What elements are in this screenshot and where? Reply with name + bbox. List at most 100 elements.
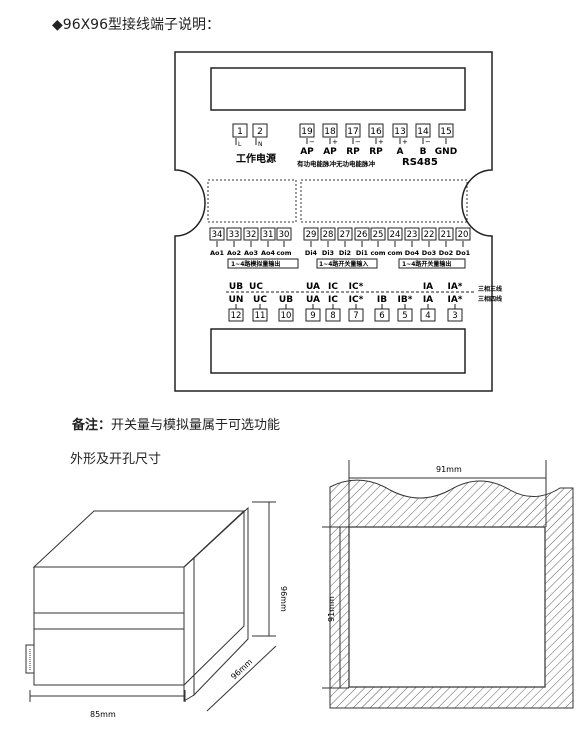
terminal-box <box>226 227 242 241</box>
terminal-box <box>455 227 471 241</box>
terminal-number: 12 <box>231 311 242 321</box>
group-bracket-analog-out <box>227 258 299 269</box>
terminal-number: 26 <box>357 230 368 240</box>
terminal-number: 28 <box>323 230 334 240</box>
terminal-box <box>243 227 259 241</box>
width-dim-line <box>206 645 277 712</box>
terminal-number: 6 <box>379 311 384 321</box>
terminal-box <box>438 227 454 241</box>
terminal-box <box>252 308 268 322</box>
terminal-number: 27 <box>340 230 351 240</box>
terminal-box <box>447 308 463 322</box>
four-wire-terminal-label: IC <box>328 295 338 305</box>
terminal-label: com <box>370 249 385 257</box>
bottom-window <box>210 328 466 374</box>
dim-depth: 85mm <box>90 710 116 719</box>
terminal-box <box>228 308 244 322</box>
terminal-number: 21 <box>441 230 452 240</box>
pulse-label: 有功电能脉冲无功电能脉冲 <box>297 159 376 168</box>
terminal-number: 17 <box>347 127 358 137</box>
terminal-box <box>299 123 315 138</box>
terminal-number: 22 <box>424 230 435 240</box>
terminal-box <box>232 123 248 138</box>
three-wire-terminal-label: IA* <box>447 282 462 292</box>
cutout-opening <box>348 526 546 688</box>
three-wire-terminal-label: UA <box>306 282 320 292</box>
terminal-label: A <box>397 147 404 157</box>
terminal-number: 32 <box>246 230 257 240</box>
mid-terminal-row: 34Ao133Ao232Ao331Ao430com29Di428Di327Di2… <box>209 227 471 257</box>
terminal-number: 8 <box>330 311 335 321</box>
terminal-label: Di2 <box>339 249 351 257</box>
terminal-sign: + <box>402 138 408 146</box>
three-wire-terminal-label: IC <box>328 282 338 292</box>
optional-area-right <box>300 179 468 223</box>
power-label: 工作电源 <box>236 152 276 165</box>
terminal-sign: − <box>355 138 361 146</box>
dim-cutout-width: 91mm <box>436 465 462 474</box>
terminal-sign: − <box>309 138 315 146</box>
three-wire-terminal-label: IC* <box>349 282 364 292</box>
terminal-number: 10 <box>281 311 292 321</box>
terminal-number: 2 <box>257 127 263 137</box>
terminal-number: 19 <box>301 127 313 137</box>
terminal-label: Do4 <box>405 249 420 257</box>
terminal-box <box>276 227 292 241</box>
heading-bullet: ◆ <box>52 17 63 33</box>
terminal-label: com <box>276 249 291 257</box>
terminal-number: 33 <box>229 230 240 240</box>
terminal-label: AP <box>323 147 337 157</box>
three-wire-terminal-label: UC <box>249 282 263 292</box>
terminal-box <box>322 123 338 138</box>
three-wire-label: 三相三线 <box>478 285 502 293</box>
four-wire-terminal-label: UB <box>279 295 293 305</box>
terminal-label: Ao4 <box>261 249 275 257</box>
note-label: 备注： <box>72 418 112 433</box>
case-middle-band <box>33 612 185 630</box>
dimensions-title: 外形及开孔尺寸 <box>70 452 162 467</box>
terminal-box <box>278 308 294 322</box>
terminal-box <box>374 308 390 322</box>
terminal-number: 13 <box>394 127 405 137</box>
four-wire-label: 三相四线 <box>478 295 502 303</box>
terminal-box <box>320 227 336 241</box>
terminal-box <box>397 308 413 322</box>
terminal-number: 4 <box>425 311 430 321</box>
side-view-drawing <box>25 501 277 712</box>
terminal-number: 23 <box>407 230 418 240</box>
case-upper-body <box>33 566 185 614</box>
terminal-box <box>252 123 268 138</box>
terminal-box <box>354 227 370 241</box>
terminal-box <box>420 308 436 322</box>
terminal-number: 16 <box>370 127 382 137</box>
terminal-label: Do3 <box>422 249 436 257</box>
case-side-face <box>183 509 245 687</box>
terminal-box <box>325 308 341 322</box>
case-lower-body <box>33 628 185 686</box>
terminal-label: Do1 <box>456 249 471 257</box>
terminal-number: 24 <box>390 230 401 240</box>
page-heading: ◆96X96型接线端子说明： <box>52 14 220 34</box>
terminal-number: 3 <box>452 311 457 321</box>
case-top-face <box>32 510 246 568</box>
terminal-box <box>209 227 225 241</box>
terminal-number: 30 <box>279 230 290 240</box>
four-wire-terminal-label: UA <box>306 295 320 305</box>
group-bracket-switch-out <box>398 258 466 269</box>
terminal-label: Ao2 <box>227 249 241 257</box>
terminal-label: Do2 <box>439 249 453 257</box>
terminal-box <box>415 123 431 138</box>
terminal-box <box>387 227 403 241</box>
terminal-number: 34 <box>212 230 223 240</box>
terminal-box <box>438 123 454 138</box>
terminal-box <box>345 123 361 138</box>
four-wire-terminal-label: UC <box>253 295 267 305</box>
terminal-label: RP <box>346 147 360 157</box>
terminal-number: 11 <box>255 311 266 321</box>
terminal-number: 31 <box>263 230 274 240</box>
terminal-label: B <box>420 147 427 157</box>
terminal-box <box>305 308 321 322</box>
four-wire-terminal-label: IC* <box>349 295 364 305</box>
four-wire-terminal-label: IA* <box>447 295 462 305</box>
